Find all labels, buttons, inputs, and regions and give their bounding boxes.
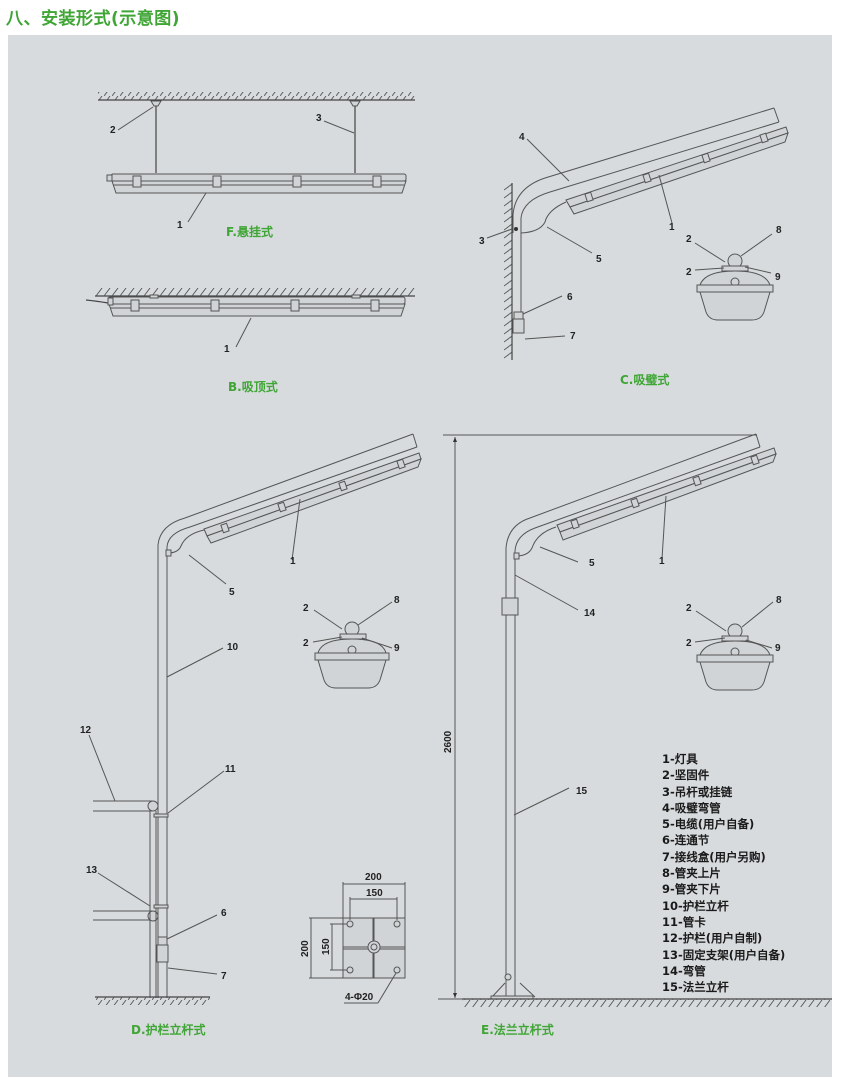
ceiling-hatch (95, 288, 415, 296)
callout-d-8: 8 (394, 595, 400, 606)
connector (513, 311, 524, 320)
dim-width-150: 150 (366, 888, 383, 899)
caption-f: F.悬挂式 (226, 224, 273, 239)
cable (167, 529, 205, 554)
callout-c-1: 1 (669, 222, 675, 233)
legend-item: 5-电缆(用户自备) (662, 817, 755, 832)
dim-height-150: 150 (321, 938, 332, 955)
legend-item: 6-连通节 (662, 833, 710, 848)
wall-hatch (504, 183, 512, 360)
callout-c-2b: 2 (686, 267, 692, 278)
callout-f-2: 2 (110, 125, 116, 136)
legend-item: 3-吊杆或挂链 (662, 784, 733, 799)
fixture-cross-section-e (696, 623, 774, 691)
ground-hatch (462, 999, 830, 1007)
legend-item: 7-接线盒(用户另购) (662, 849, 766, 864)
fixture-cross-section-d (314, 621, 390, 689)
callout-c-2a: 2 (686, 234, 692, 245)
junction-box (156, 944, 169, 963)
callout-e-8: 8 (776, 595, 782, 606)
section-c-wall: 4 1 3 5 6 7 2 8 2 9 C.吸璧式 (479, 107, 789, 387)
callout-d-10: 10 (227, 642, 239, 653)
callout-e-2a: 2 (686, 603, 692, 614)
legend-item: 2-坚固件 (662, 768, 710, 783)
dim-height-200: 200 (300, 940, 311, 957)
parts-legend: 1-灯具 2-坚固件 3-吊杆或挂链 4-吸璧弯管 5-电缆(用户自备) 6-连… (662, 751, 785, 995)
section-f-suspended: 2 3 1 F.悬挂式 (98, 92, 415, 239)
dim-holes: 4-Φ20 (345, 992, 374, 1003)
callout-e-9: 9 (775, 643, 781, 654)
legend-item: 1-灯具 (662, 752, 698, 766)
callout-d-11: 11 (225, 764, 236, 775)
luminaire-f (106, 173, 407, 194)
callout-e-1: 1 (659, 556, 665, 567)
section-e-flange-pole: 2600 2 8 (438, 433, 832, 1037)
section-b-ceiling: 1 B.吸顶式 (85, 288, 415, 394)
callout-c-6: 6 (567, 292, 573, 303)
wall-bend-pipe (512, 107, 775, 233)
luminaire-b (107, 294, 406, 317)
suspension-rod-right (349, 100, 361, 173)
ground-hatch (95, 997, 210, 1005)
callout-d-6: 6 (221, 908, 227, 919)
luminaire-e (556, 447, 777, 541)
callout-e-5: 5 (589, 558, 595, 569)
junction-box (512, 318, 525, 334)
callout-d-1: 1 (290, 556, 296, 567)
cable (515, 526, 557, 557)
caption-e: E.法兰立杆式 (481, 1022, 554, 1037)
callout-e-2b: 2 (686, 638, 692, 649)
callout-e-15: 15 (576, 786, 588, 797)
cable (520, 201, 567, 234)
callout-c-4: 4 (519, 132, 525, 143)
flange-pole (505, 433, 757, 997)
caption-d: D.护栏立杆式 (131, 1022, 206, 1037)
suspension-rod-left (150, 100, 162, 173)
legend-item: 4-吸璧弯管 (662, 800, 721, 815)
legend-item: 15-法兰立杆 (662, 980, 729, 995)
callout-c-8: 8 (776, 225, 782, 236)
callout-e-14: 14 (584, 608, 596, 619)
legend-item: 8-管夹上片 (662, 866, 721, 881)
callout-d-2a: 2 (303, 603, 309, 614)
callout-c-3: 3 (479, 236, 485, 247)
cable (85, 299, 109, 304)
bend-pipe-sleeve (501, 597, 519, 616)
callout-d-7: 7 (221, 971, 227, 982)
fixture-cross-section-c (696, 253, 774, 321)
callout-d-13: 13 (86, 865, 98, 876)
legend-item: 14-弯管 (662, 963, 706, 978)
caption-b: B.吸顶式 (228, 379, 278, 394)
legend-item: 12-护栏(用户自制) (662, 931, 763, 946)
legend-item: 9-管夹下片 (662, 882, 721, 897)
callout-d-2b: 2 (303, 638, 309, 649)
dim-width-200: 200 (365, 872, 382, 883)
callout-d-12: 12 (80, 725, 92, 736)
callout-d-9: 9 (394, 643, 400, 654)
guardrail-pole (157, 433, 414, 998)
luminaire-c (565, 126, 789, 215)
callout-b-1: 1 (224, 344, 230, 355)
section-d-guardrail-pole: 2 8 2 9 1 5 10 12 11 13 6 7 D.护栏立杆式 (80, 433, 422, 1037)
callout-c-5: 5 (596, 254, 602, 265)
caption-c: C.吸璧式 (620, 372, 669, 387)
callout-f-3: 3 (316, 113, 322, 124)
luminaire-d (203, 452, 422, 544)
callout-d-5: 5 (229, 587, 235, 598)
page-title: 八、安装形式(示意图) (6, 9, 181, 29)
dim-height-2600: 2600 (443, 730, 454, 753)
callout-c-7: 7 (570, 331, 576, 342)
connector (157, 936, 168, 946)
legend-item: 10-护栏立杆 (662, 898, 729, 913)
callout-f-1: 1 (177, 220, 183, 231)
callout-c-9: 9 (775, 272, 781, 283)
legend-item: 13-固定支架(用户自备) (662, 947, 786, 962)
ceiling-hatch (98, 92, 415, 100)
legend-item: 11-管卡 (662, 914, 706, 929)
flange-plate-detail: 200 150 200 150 4-Φ20 (300, 872, 406, 1004)
pipe-clamp (153, 813, 169, 818)
